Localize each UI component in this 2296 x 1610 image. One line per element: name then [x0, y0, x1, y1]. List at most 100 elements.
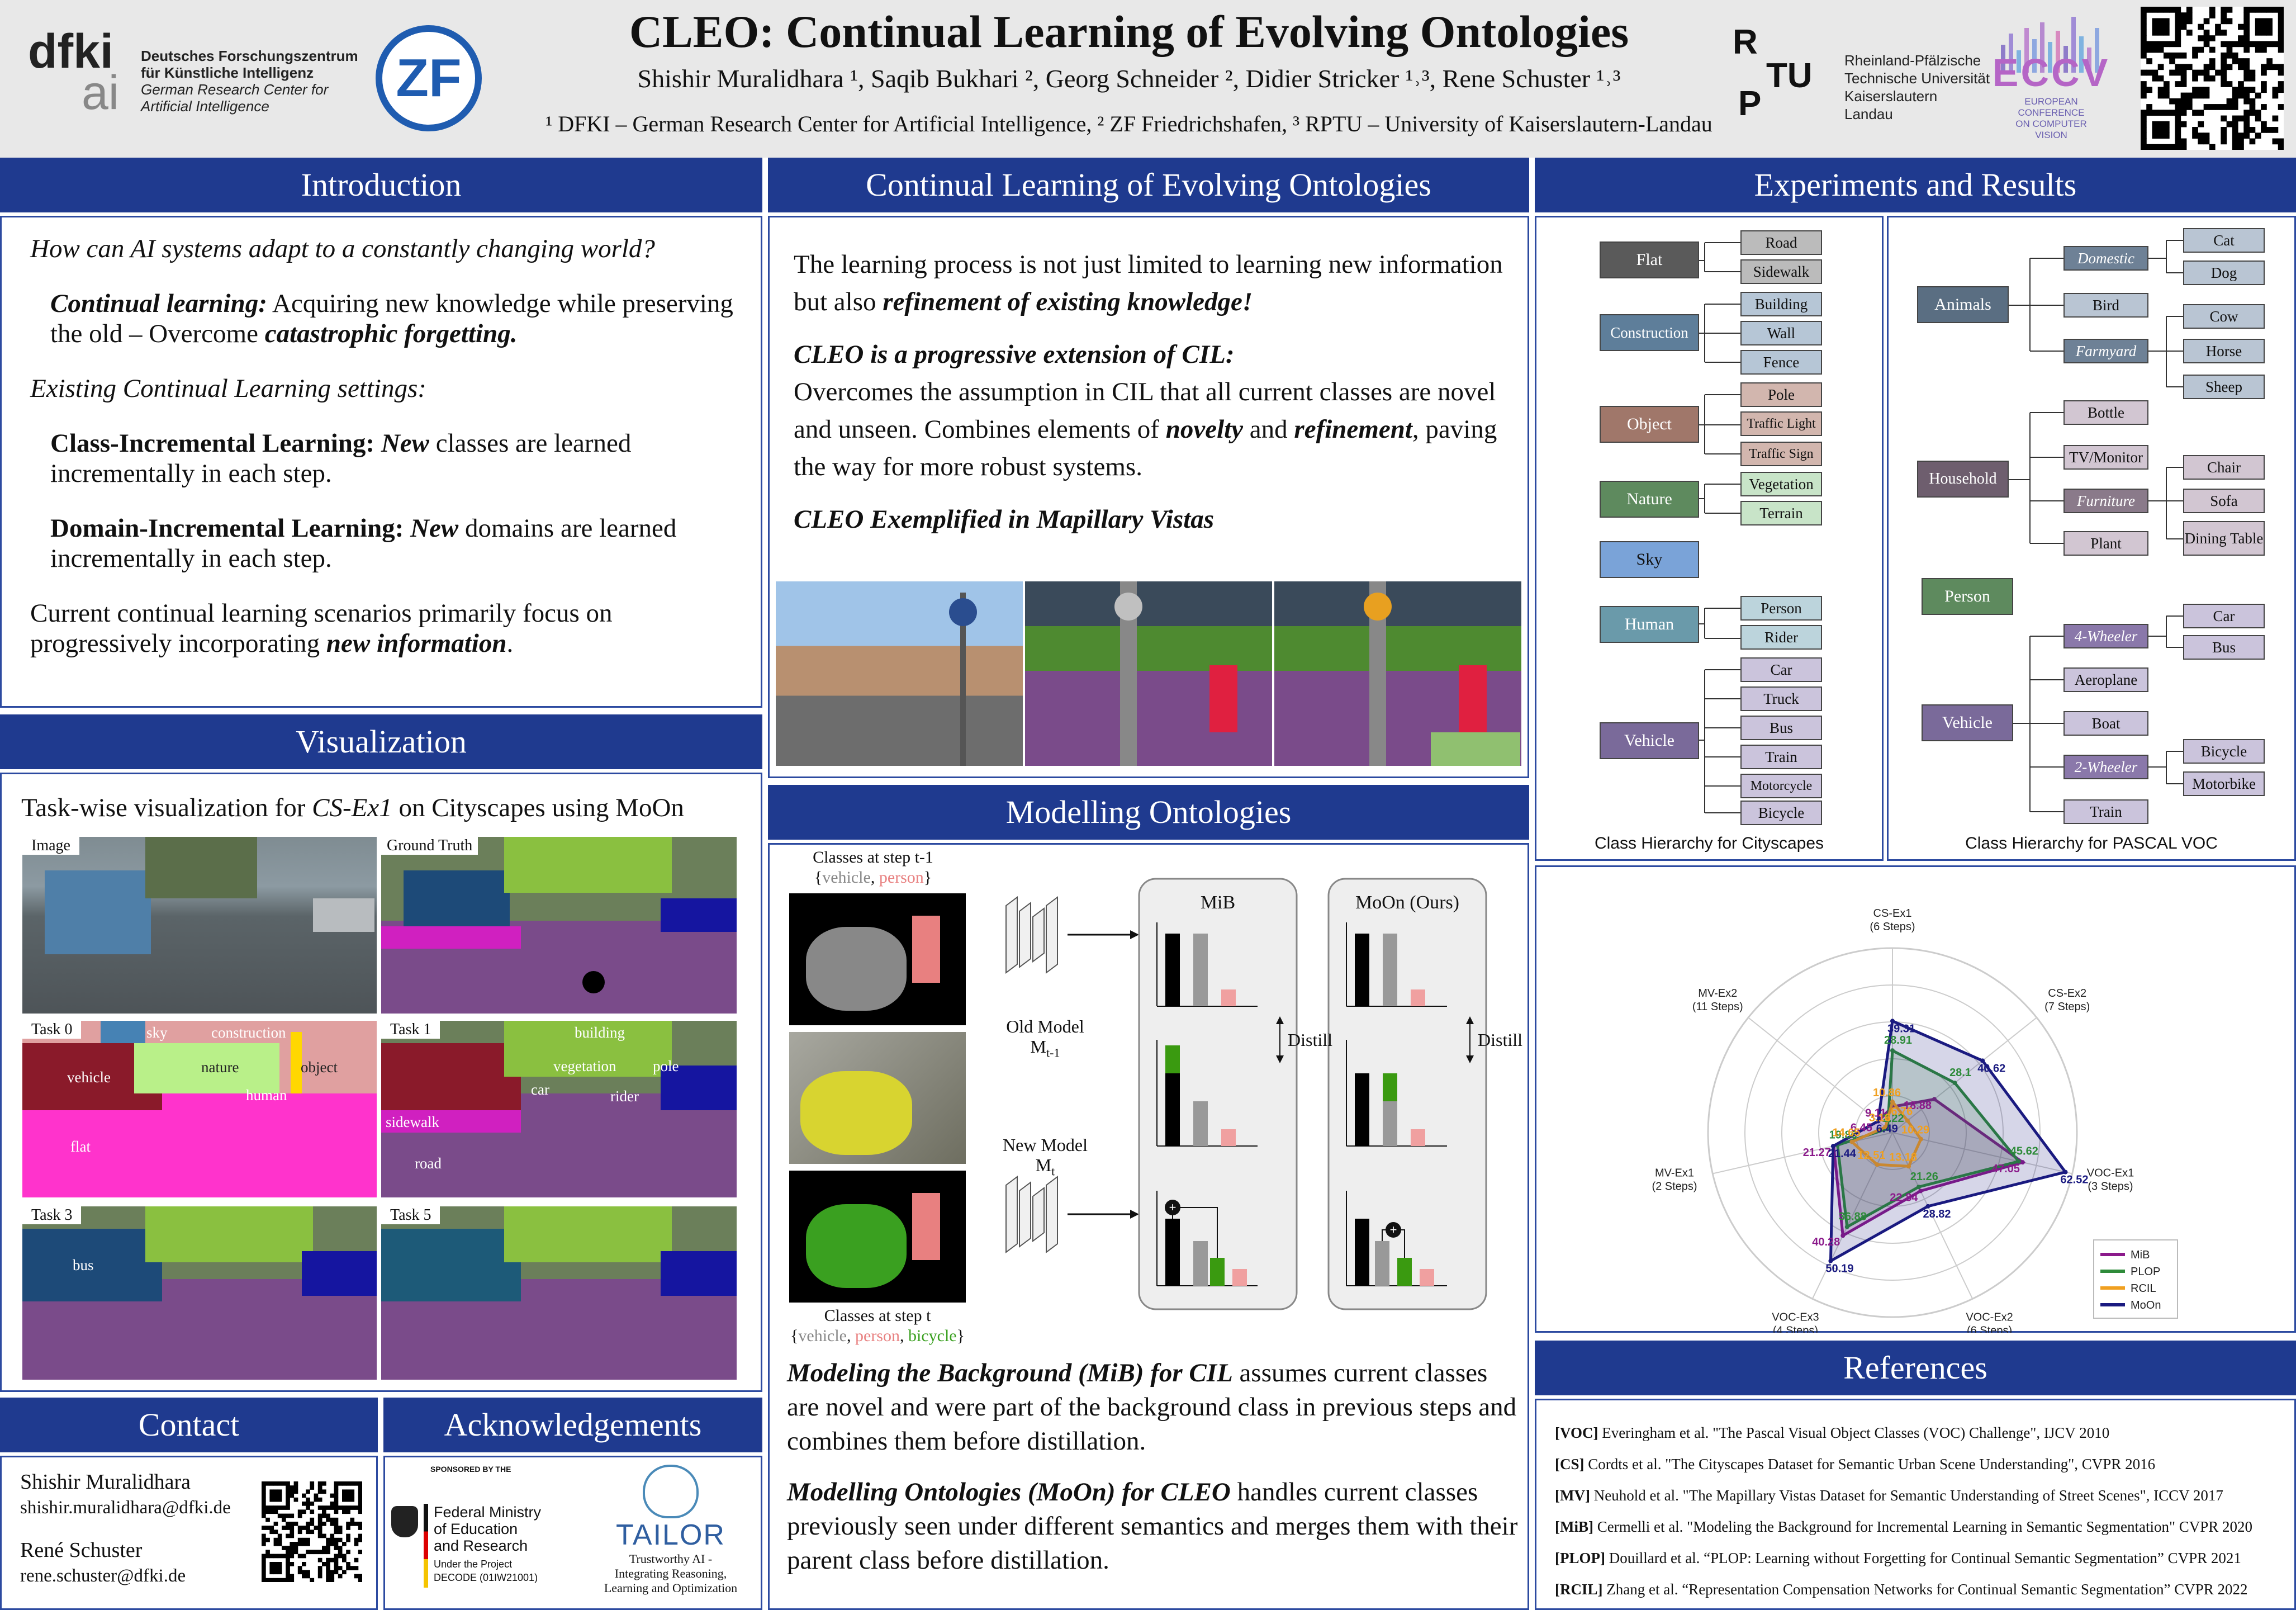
intro-existing: Existing Continual Learning settings:	[30, 374, 426, 404]
radar-grid-spoke	[1748, 1017, 1893, 1133]
reference-item: [MiB] Cermelli et al. "Modeling the Back…	[1555, 1511, 2287, 1542]
contact-email2[interactable]: rene.schuster@dfki.de	[20, 1566, 186, 1586]
intro-heading: Introduction	[0, 158, 762, 212]
voc-boat: Boat	[2063, 711, 2148, 736]
contact-qr-code[interactable]	[262, 1481, 363, 1583]
cs-building: Building	[1740, 292, 1822, 316]
viz-image-label: Image	[22, 837, 79, 855]
ack-heading: Acknowledgements	[383, 1398, 762, 1452]
voc-dog: Dog	[2183, 261, 2265, 285]
radar-point	[1918, 1137, 1923, 1142]
reference-tag: [MiB]	[1555, 1518, 1593, 1535]
voc-person: Person	[1922, 578, 2013, 615]
radar-point	[2016, 1159, 2021, 1164]
radar-axis-name: CS-Ex1	[1873, 907, 1912, 920]
poster-authors: Shishir Muralidhara ¹, Saqib Bukhari ², …	[637, 64, 1621, 93]
intro-current: Current continual learning scenarios pri…	[30, 599, 613, 659]
voc-car: Car	[2183, 604, 2265, 628]
radar-point	[1980, 1058, 1985, 1063]
cs-vehicle: Vehicle	[1600, 722, 1699, 759]
radar-axis-steps: (4 Steps)	[1773, 1324, 1818, 1333]
reference-tag: [RCIL]	[1555, 1581, 1603, 1598]
cleo-text: The learning process is not just limited…	[794, 250, 1503, 534]
voc-twowheeler: 2-Wheeler	[2063, 755, 2148, 779]
modelling-heading: Modelling Ontologies	[768, 785, 1529, 840]
voc-dining: Dining Table	[2183, 521, 2265, 556]
reference-tag: [MV]	[1555, 1487, 1590, 1504]
radar-value-label: 39.31	[1887, 1022, 1915, 1035]
radar-value-label: 28.91	[1884, 1034, 1912, 1046]
cs-nature: Nature	[1600, 481, 1699, 518]
radar-value-label: 22.84	[1890, 1191, 1918, 1204]
viz-task3: Task 3 bus	[22, 1206, 377, 1380]
experiments-heading: Experiments and Results	[1535, 158, 2296, 212]
reference-text: Cermelli et al. "Modeling the Background…	[1593, 1518, 2253, 1535]
radar-value-label: 3.16	[1869, 1112, 1891, 1124]
viz-task0: Task 0 sky construction vehicle nature o…	[22, 1021, 377, 1197]
cs-construction: Construction	[1600, 314, 1699, 351]
radar-point	[2020, 1160, 2025, 1165]
modelling-diagram: + +	[1005, 878, 1487, 1310]
intro-cil: Class-Incremental Learning: New classes …	[50, 429, 632, 489]
modelling-text: Modeling the Background (MiB) for CIL as…	[787, 1358, 1518, 1575]
radar-value-label: 21.44	[1828, 1148, 1857, 1160]
cs-flat: Flat	[1600, 242, 1699, 278]
viz-subtitle: Task-wise visualization for CS-Ex1 on Ci…	[21, 793, 684, 822]
cs-truck: Truck	[1740, 686, 1822, 711]
radar-series-plop	[1835, 1048, 2022, 1229]
radar-point	[1890, 1099, 1895, 1104]
intro-question: How can AI systems adapt to a constantly…	[30, 234, 655, 263]
cs-fence: Fence	[1740, 350, 1822, 375]
radar-value-label: 10.86	[1873, 1087, 1901, 1099]
cs-traffic-sign: Traffic Sign	[1740, 442, 1822, 466]
qr-code[interactable]	[2141, 7, 2284, 150]
radar-axis-name: MV-Ex2	[1698, 987, 1737, 1000]
contact-email1[interactable]: shishir.muralidhara@dfki.de	[20, 1498, 231, 1518]
voc-household: Household	[1917, 461, 2009, 498]
radar-point	[1918, 1188, 1923, 1194]
radar-point	[1916, 1185, 1921, 1190]
eagle-icon	[391, 1506, 418, 1537]
modelling-img-2	[789, 1032, 966, 1164]
radar-value-label: 6.45	[1851, 1122, 1872, 1134]
radar-point	[1844, 1224, 1849, 1229]
poster-title: CLEO: Continual Learning of Evolving Ont…	[629, 6, 1629, 57]
cs-car: Car	[1740, 657, 1822, 682]
rptu-logo: R TU P	[1733, 23, 1813, 123]
reference-tag: [CS]	[1555, 1456, 1585, 1472]
radar-axis-name: CS-Ex2	[2048, 987, 2086, 1000]
radar-value-label: 21.27	[1803, 1147, 1831, 1159]
radar-point	[1890, 1019, 1895, 1024]
voc-furniture: Furniture	[2063, 489, 2148, 513]
reference-text: Cordts et al. "The Cityscapes Dataset fo…	[1584, 1456, 2156, 1472]
cs-traffic-light: Traffic Light	[1740, 411, 1822, 436]
voc-bottle: Bottle	[2063, 400, 2148, 425]
tree-shape	[145, 837, 257, 898]
radar-value-label: 40.62	[1977, 1062, 2005, 1074]
cs-sky: Sky	[1600, 541, 1699, 578]
radar-value-label: 6.76	[1891, 1106, 1913, 1118]
cs-caption: Class Hierarchy for Cityscapes	[1594, 834, 1824, 853]
references-panel	[1535, 1399, 2296, 1610]
references-heading: References	[1535, 1341, 2296, 1395]
radar-grid-spoke	[1892, 1017, 2037, 1133]
radar-chart: 9.1118.8847.0522.8440.2821.276.4528.9128…	[1652, 907, 2178, 1333]
radar-series-moon	[1829, 1019, 2068, 1263]
voc-bicycle: Bicycle	[2183, 739, 2265, 764]
bus-shape	[45, 870, 151, 954]
reference-tag: [PLOP]	[1555, 1550, 1605, 1566]
voc-fourwheeler: 4-Wheeler	[2063, 624, 2148, 648]
cs-human: Human	[1600, 606, 1699, 643]
viz-gt: Ground Truth	[381, 837, 737, 1014]
ack-panel	[383, 1456, 762, 1610]
brain-icon	[643, 1465, 699, 1518]
contact-heading: Contact	[0, 1398, 378, 1452]
mib-distill: Distill	[1288, 1030, 1333, 1050]
mib-label: MiB	[1200, 892, 1236, 913]
cs-object: Object	[1600, 406, 1699, 443]
